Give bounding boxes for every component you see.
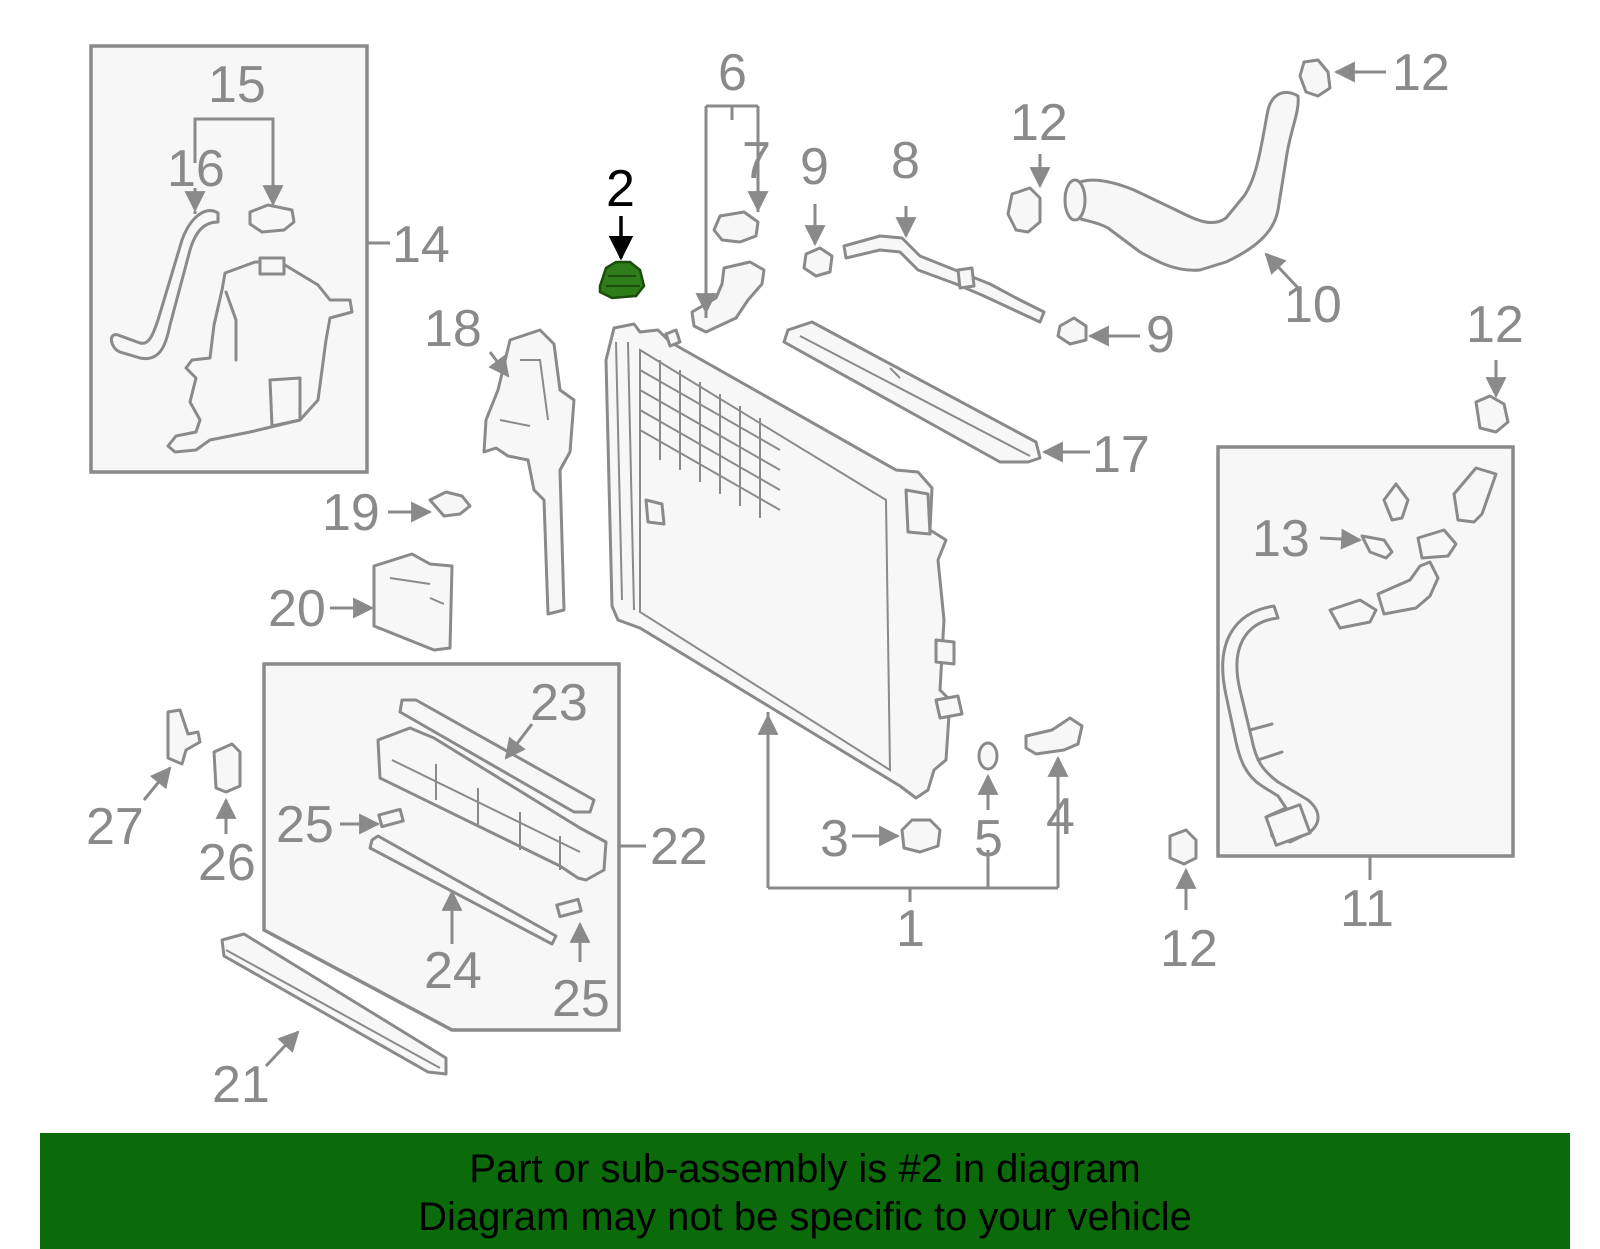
banner-line-2: Diagram may not be specific to your vehi… [418, 1195, 1192, 1239]
clamp-12-top [1298, 58, 1332, 98]
clamp-12-left [1006, 186, 1042, 234]
callout-23: 23 [530, 674, 588, 732]
callout-24: 24 [424, 942, 482, 1000]
callout-12-bottom: 12 [1160, 920, 1218, 978]
temp-sensor [1360, 534, 1394, 560]
callout-8: 8 [891, 132, 920, 190]
callout-labels: 15 16 14 2 6 7 9 8 12 12 10 9 12 17 18 1… [86, 44, 1524, 1114]
callout-22: 22 [650, 818, 708, 876]
callout-21: 21 [212, 1056, 270, 1114]
callout-17: 17 [1092, 426, 1150, 484]
callout-7: 7 [742, 132, 771, 190]
lower-seal [368, 834, 558, 946]
callout-3: 3 [820, 810, 849, 868]
radiator [604, 322, 964, 800]
callout-15: 15 [208, 56, 266, 114]
upper-hose [1066, 91, 1300, 272]
clamp-12-bottom [1168, 828, 1198, 866]
reservoir-hose [110, 209, 220, 361]
lower-hose [1221, 604, 1320, 844]
filler-cap [712, 210, 760, 244]
bypass-hose-group-box [1216, 445, 1515, 858]
reservoir-tank [166, 260, 354, 454]
callout-12-top: 12 [1392, 44, 1450, 102]
clip-upper [377, 807, 405, 829]
leader-lines [142, 61, 1507, 1068]
callout-4: 4 [1046, 788, 1075, 846]
callout-20: 20 [268, 580, 326, 638]
reservoir-cap [248, 203, 296, 234]
mount-cushion [900, 818, 942, 854]
pad-26 [212, 742, 242, 794]
callout-6: 6 [718, 44, 747, 102]
air-guide [482, 328, 576, 616]
callout-5: 5 [974, 810, 1003, 868]
callout-10: 10 [1284, 276, 1342, 334]
lower-panel [220, 932, 448, 1076]
callout-18: 18 [424, 300, 482, 358]
reservoir-group-box [89, 44, 369, 474]
hose-fitting [1328, 598, 1378, 630]
notice-banner: Part or sub-assembly is #2 in diagram Di… [40, 1133, 1570, 1249]
bracket-27 [166, 708, 202, 766]
callout-12-left: 12 [1010, 94, 1068, 152]
callout-9-lower: 9 [1146, 306, 1175, 364]
hose-elbow [1376, 560, 1440, 616]
callout-26: 26 [198, 834, 256, 892]
callout-19: 19 [322, 484, 380, 542]
washer [977, 741, 999, 771]
callout-25-upper: 25 [276, 796, 334, 854]
bypass-pipe [842, 234, 1046, 324]
clamp-9-upper [802, 246, 834, 278]
clip-lower [555, 897, 583, 919]
clamp-9-lower [1056, 316, 1088, 346]
callout-27: 27 [86, 798, 144, 856]
clamp-12-right [1474, 394, 1510, 434]
callout-1: 1 [896, 900, 925, 958]
drain-cock [1024, 716, 1084, 756]
callout-2: 2 [606, 160, 635, 218]
banner-line-1: Part or sub-assembly is #2 in diagram [469, 1147, 1141, 1191]
callout-14: 14 [392, 216, 450, 274]
callout-11: 11 [1340, 880, 1394, 938]
callout-9-upper: 9 [800, 138, 829, 196]
upper-seal [398, 698, 596, 814]
callout-25-lower: 25 [552, 970, 610, 1028]
upper-tube [1452, 466, 1498, 524]
radiator-cap-part-2 [598, 260, 646, 300]
callout-12-right: 12 [1466, 296, 1524, 354]
push-clip [428, 490, 472, 518]
filler-neck [690, 260, 766, 334]
callout-16: 16 [167, 140, 225, 198]
shutter-group-box [262, 662, 621, 1032]
callout-13: 13 [1252, 510, 1310, 568]
